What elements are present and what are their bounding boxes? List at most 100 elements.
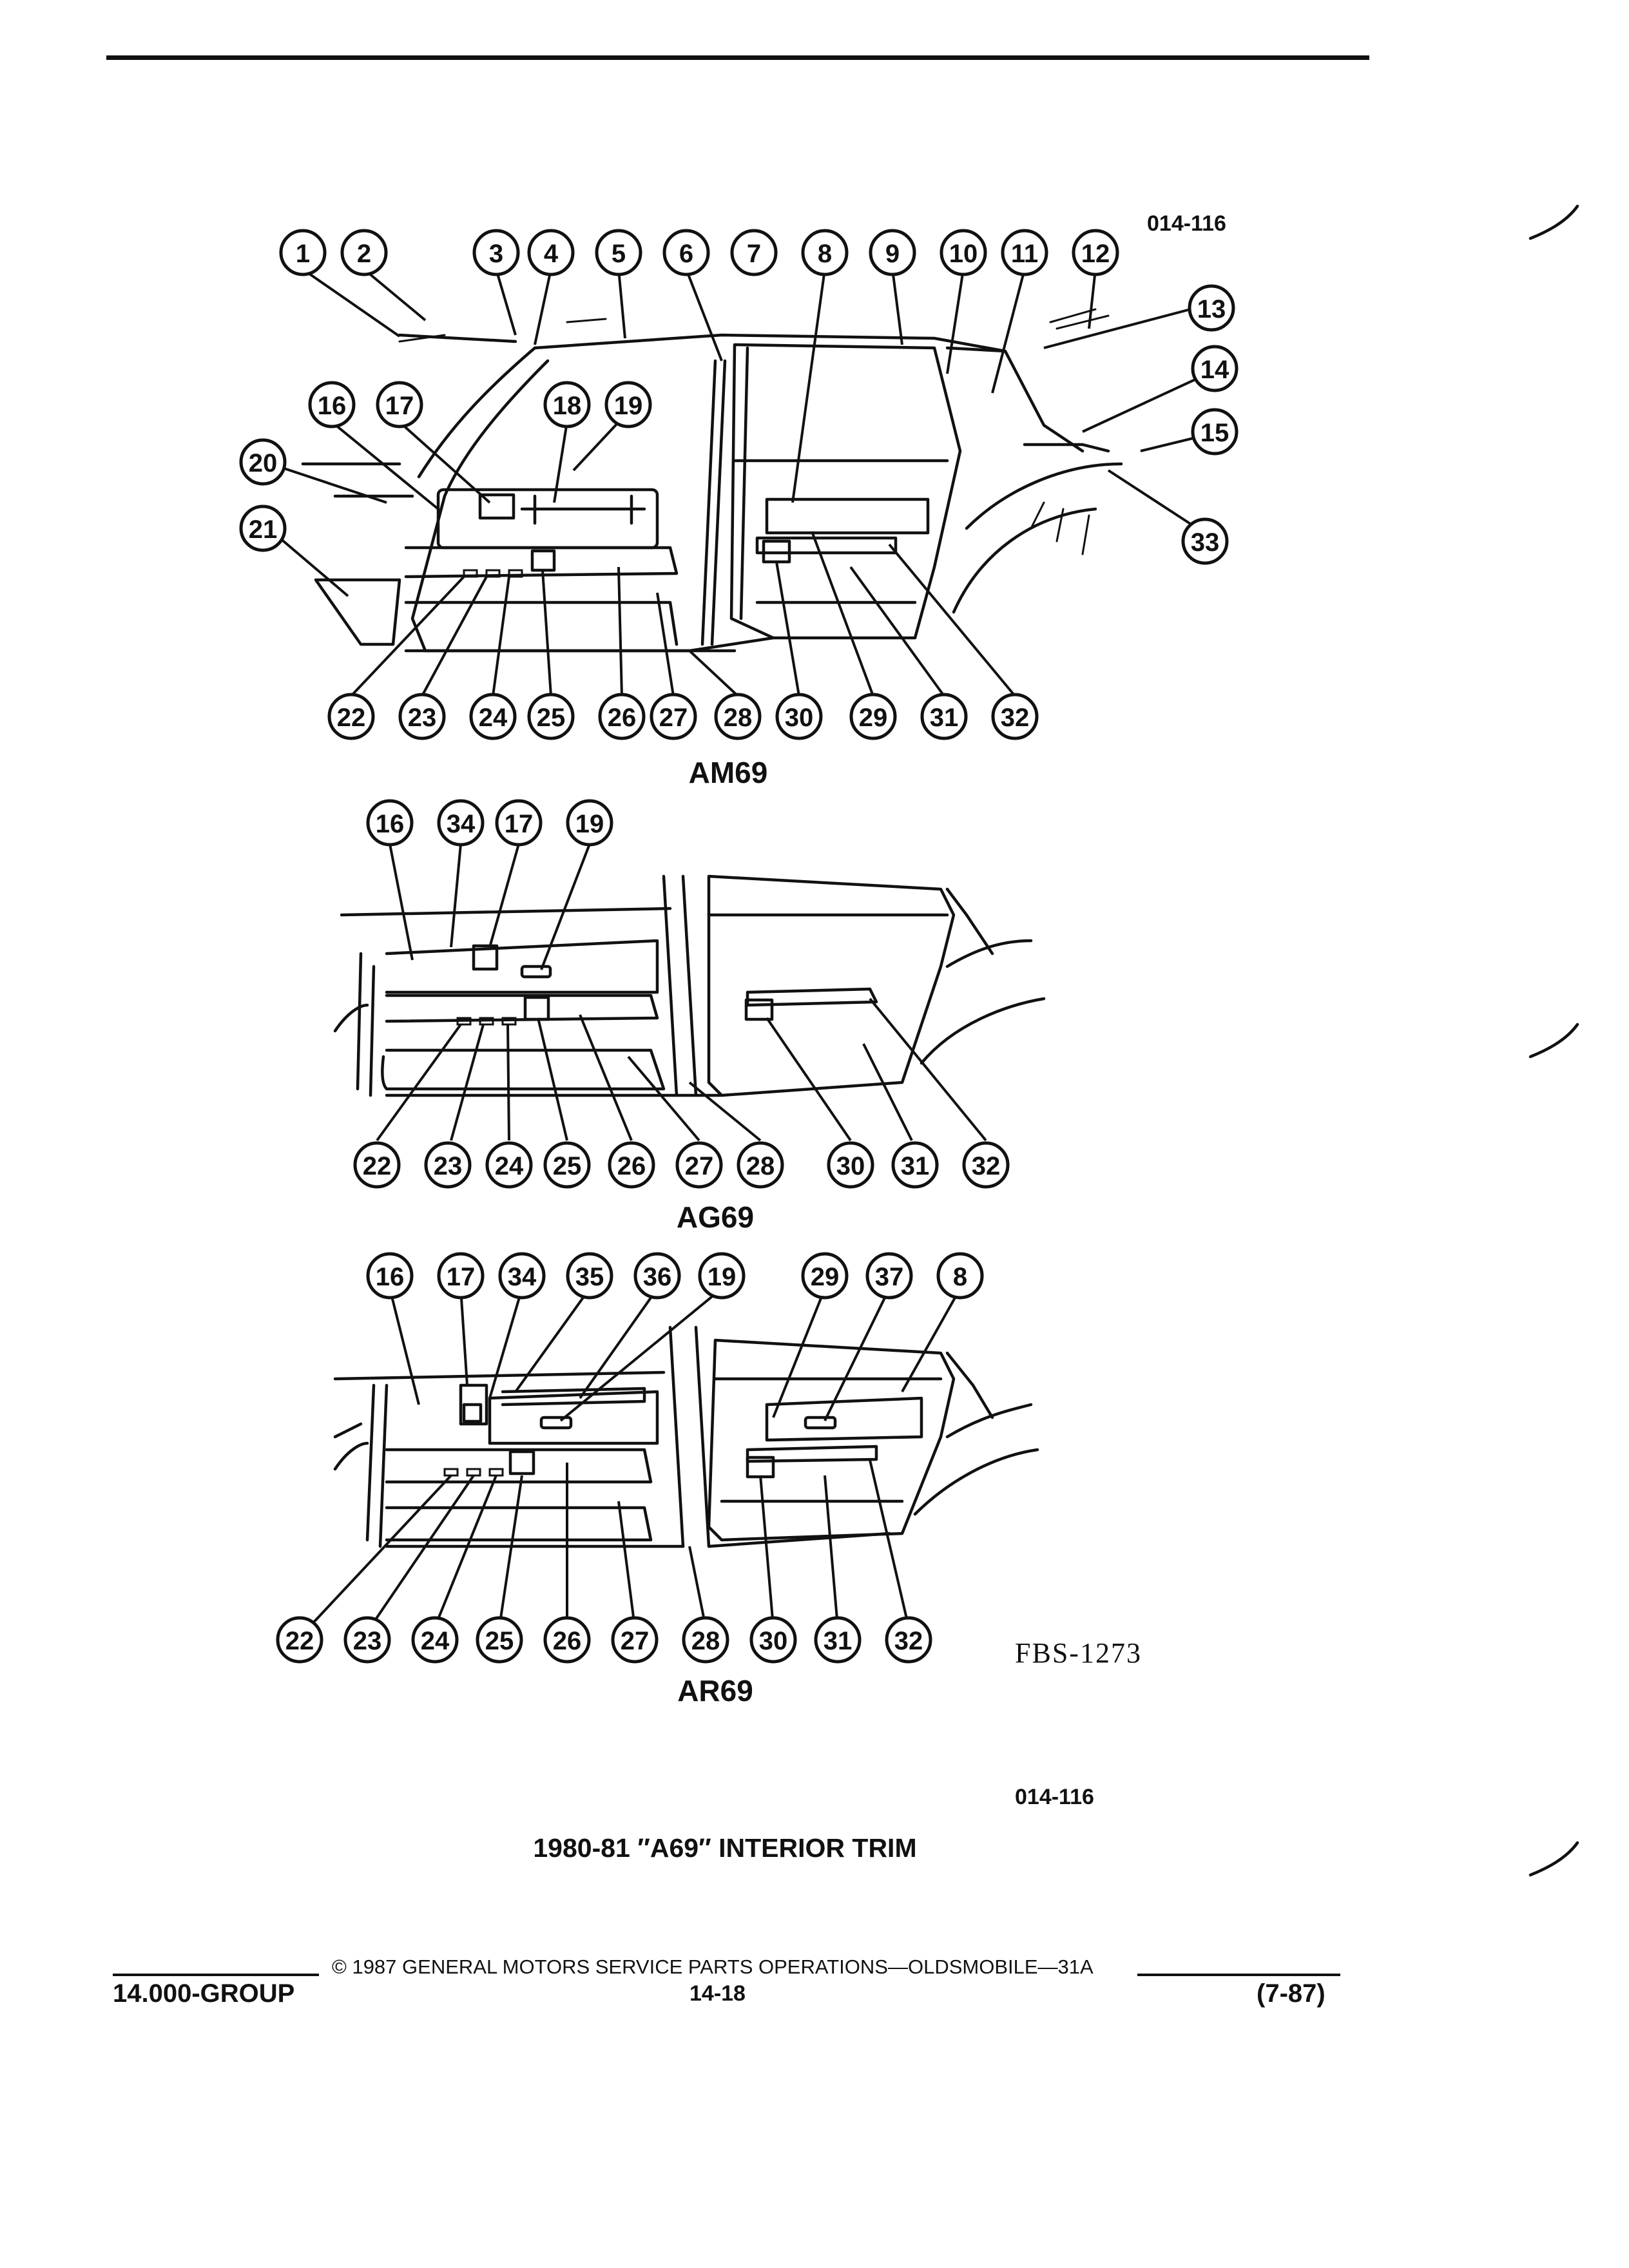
callout: 12 bbox=[1072, 229, 1119, 276]
panel-am69-drawing bbox=[301, 308, 1123, 653]
callout-number: 27 bbox=[685, 1152, 714, 1180]
callout: 24 bbox=[411, 1616, 459, 1664]
figure-code-bottom: 014-116 bbox=[1015, 1785, 1094, 1809]
callout: 34 bbox=[498, 1252, 546, 1300]
callout-number: 21 bbox=[249, 515, 278, 544]
footer-group: 14.000-GROUP bbox=[113, 1979, 295, 2008]
callout-number: 17 bbox=[447, 1263, 476, 1291]
callout: 10 bbox=[940, 229, 987, 276]
callout-number: 32 bbox=[1001, 704, 1030, 732]
callout-number: 8 bbox=[818, 240, 832, 268]
callout: 5 bbox=[595, 229, 642, 276]
callout-number: 24 bbox=[421, 1627, 450, 1655]
callout: 26 bbox=[598, 693, 646, 740]
callout: 4 bbox=[527, 229, 575, 276]
callout-number: 34 bbox=[447, 810, 476, 838]
callout-number: 20 bbox=[249, 449, 278, 477]
callout: 19 bbox=[566, 799, 613, 847]
callout-number: 23 bbox=[408, 704, 437, 732]
callout-number: 37 bbox=[875, 1263, 904, 1291]
callout-number: 24 bbox=[479, 704, 508, 732]
callout: 35 bbox=[566, 1252, 613, 1300]
callout-number: 28 bbox=[691, 1627, 720, 1655]
callout: 28 bbox=[737, 1141, 784, 1189]
callout: 31 bbox=[814, 1616, 862, 1664]
callout: 32 bbox=[962, 1141, 1010, 1189]
callout-number: 30 bbox=[836, 1152, 865, 1180]
callout: 22 bbox=[327, 693, 375, 740]
callout: 21 bbox=[239, 505, 287, 552]
callout: 2 bbox=[340, 229, 388, 276]
callout: 11 bbox=[1001, 229, 1048, 276]
callout-number: 26 bbox=[553, 1627, 582, 1655]
callout-number: 23 bbox=[434, 1152, 463, 1180]
callout: 24 bbox=[469, 693, 517, 740]
callout-number: 32 bbox=[972, 1152, 1001, 1180]
figure-code-top: 014-116 bbox=[1147, 211, 1226, 236]
callout: 6 bbox=[662, 229, 710, 276]
callout: 13 bbox=[1188, 284, 1235, 332]
callout: 31 bbox=[891, 1141, 939, 1189]
callout-number: 31 bbox=[824, 1627, 853, 1655]
footer-rule-left bbox=[113, 1974, 319, 1976]
callout-number: 34 bbox=[508, 1263, 537, 1291]
callout: 30 bbox=[775, 693, 823, 740]
callout-number: 9 bbox=[885, 240, 900, 268]
callout-number: 17 bbox=[385, 392, 414, 420]
callout-number: 14 bbox=[1200, 356, 1229, 384]
callout-number: 28 bbox=[724, 704, 753, 732]
fbs-code: FBS-1273 bbox=[1015, 1637, 1142, 1669]
callout: 7 bbox=[730, 229, 778, 276]
callout-number: 19 bbox=[575, 810, 604, 838]
callout-number: 30 bbox=[785, 704, 814, 732]
callout-number: 25 bbox=[553, 1152, 582, 1180]
binding-mark bbox=[1528, 1023, 1579, 1059]
callout-number: 22 bbox=[337, 704, 366, 732]
callout: 19 bbox=[698, 1252, 746, 1300]
footer-date: (7-87) bbox=[1257, 1979, 1325, 2008]
callout-number: 18 bbox=[553, 392, 582, 420]
callout: 8 bbox=[801, 229, 849, 276]
callout-number: 28 bbox=[746, 1152, 775, 1180]
callout: 26 bbox=[608, 1141, 655, 1189]
callout: 25 bbox=[527, 693, 575, 740]
callout: 27 bbox=[611, 1616, 659, 1664]
callout: 16 bbox=[366, 799, 414, 847]
callout: 22 bbox=[276, 1616, 323, 1664]
panel-model-label: AG69 bbox=[677, 1200, 754, 1234]
callout-number: 32 bbox=[894, 1627, 923, 1655]
callout-number: 5 bbox=[612, 240, 626, 268]
callout-number: 12 bbox=[1081, 240, 1110, 268]
callout-number: 17 bbox=[505, 810, 534, 838]
callout: 27 bbox=[650, 693, 697, 740]
callout: 34 bbox=[437, 799, 485, 847]
callout-number: 31 bbox=[901, 1152, 930, 1180]
callout: 32 bbox=[885, 1616, 932, 1664]
callout-number: 31 bbox=[930, 704, 959, 732]
binding-mark bbox=[1528, 1841, 1579, 1877]
callout: 23 bbox=[398, 693, 446, 740]
callout: 27 bbox=[675, 1141, 723, 1189]
callout-number: 16 bbox=[376, 1263, 405, 1291]
callout-number: 11 bbox=[1011, 240, 1038, 268]
callout-number: 29 bbox=[859, 704, 888, 732]
callout: 9 bbox=[869, 229, 916, 276]
callout-number: 25 bbox=[537, 704, 566, 732]
panel-ag69-drawing bbox=[333, 874, 1046, 1097]
callout: 3 bbox=[472, 229, 520, 276]
callout: 29 bbox=[801, 1252, 849, 1300]
callout: 28 bbox=[682, 1616, 729, 1664]
callout: 8 bbox=[936, 1252, 984, 1300]
callout-number: 3 bbox=[489, 240, 503, 268]
callout-number: 26 bbox=[608, 704, 637, 732]
callout-number: 6 bbox=[679, 240, 693, 268]
callout-number: 16 bbox=[376, 810, 405, 838]
callout-number: 27 bbox=[659, 704, 688, 732]
footer-rule-right bbox=[1137, 1974, 1340, 1976]
callout-number: 30 bbox=[759, 1627, 788, 1655]
callout-number: 4 bbox=[544, 240, 559, 268]
binding-mark bbox=[1528, 204, 1579, 240]
callout: 14 bbox=[1191, 345, 1239, 392]
callout: 25 bbox=[476, 1616, 523, 1664]
